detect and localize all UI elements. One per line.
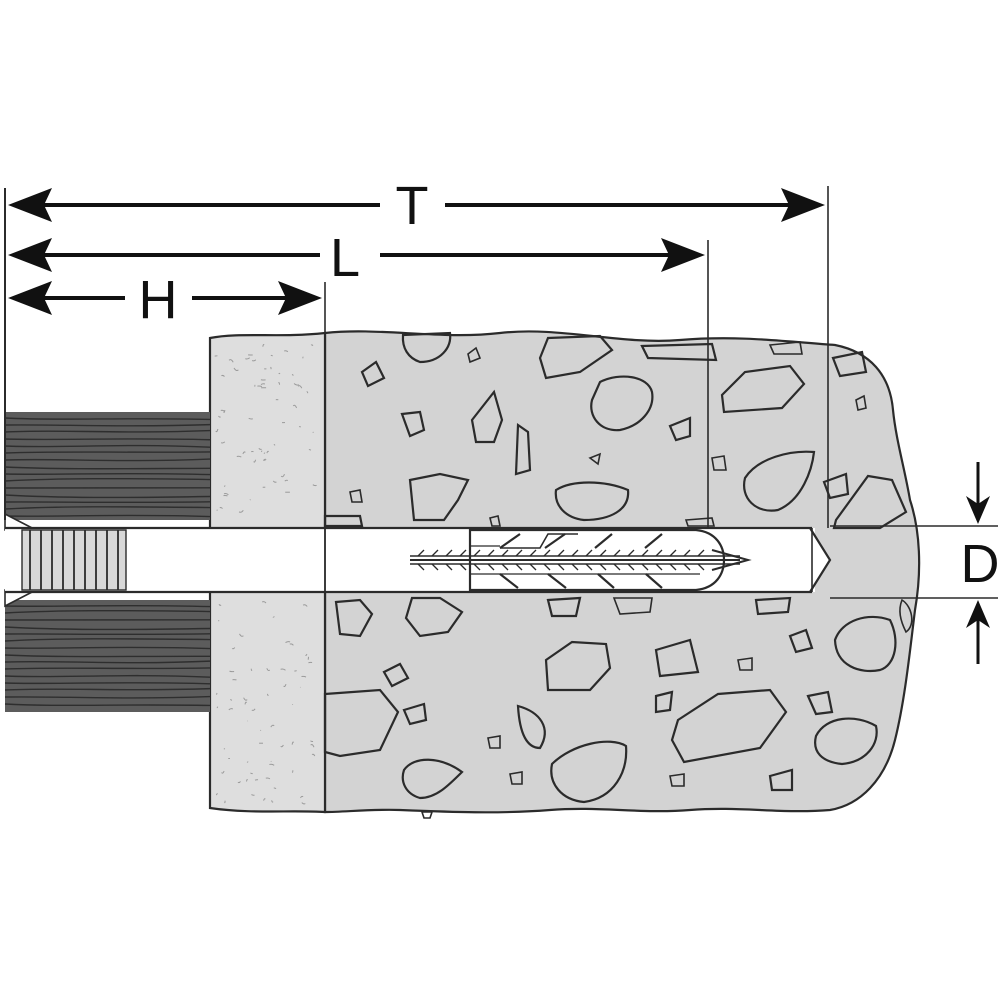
screw bbox=[21, 529, 752, 591]
wood-grain bbox=[4, 417, 211, 707]
dimension-d: D bbox=[830, 462, 1000, 664]
dimension-l: L bbox=[8, 228, 705, 288]
dimension-h: H bbox=[8, 270, 322, 330]
dimension-label-h: H bbox=[139, 270, 178, 330]
drill-hole-tip bbox=[809, 527, 832, 593]
concrete-aggregate bbox=[323, 331, 913, 819]
dimension-label-t: T bbox=[396, 176, 429, 236]
dimension-label-d: D bbox=[961, 534, 1000, 594]
dimension-t: T bbox=[8, 176, 825, 236]
screw-head-threads bbox=[21, 529, 127, 591]
dimension-label-l: L bbox=[330, 228, 360, 288]
wood-board bbox=[4, 412, 211, 712]
dowel-body bbox=[468, 528, 726, 592]
dowel-ribs bbox=[470, 533, 700, 589]
wood-board-top bbox=[5, 412, 210, 520]
nail-barbs bbox=[417, 549, 705, 571]
dowel-anchor bbox=[468, 528, 726, 592]
plaster-texture bbox=[214, 344, 317, 805]
dimension-lines: T L H D bbox=[4, 176, 1000, 664]
